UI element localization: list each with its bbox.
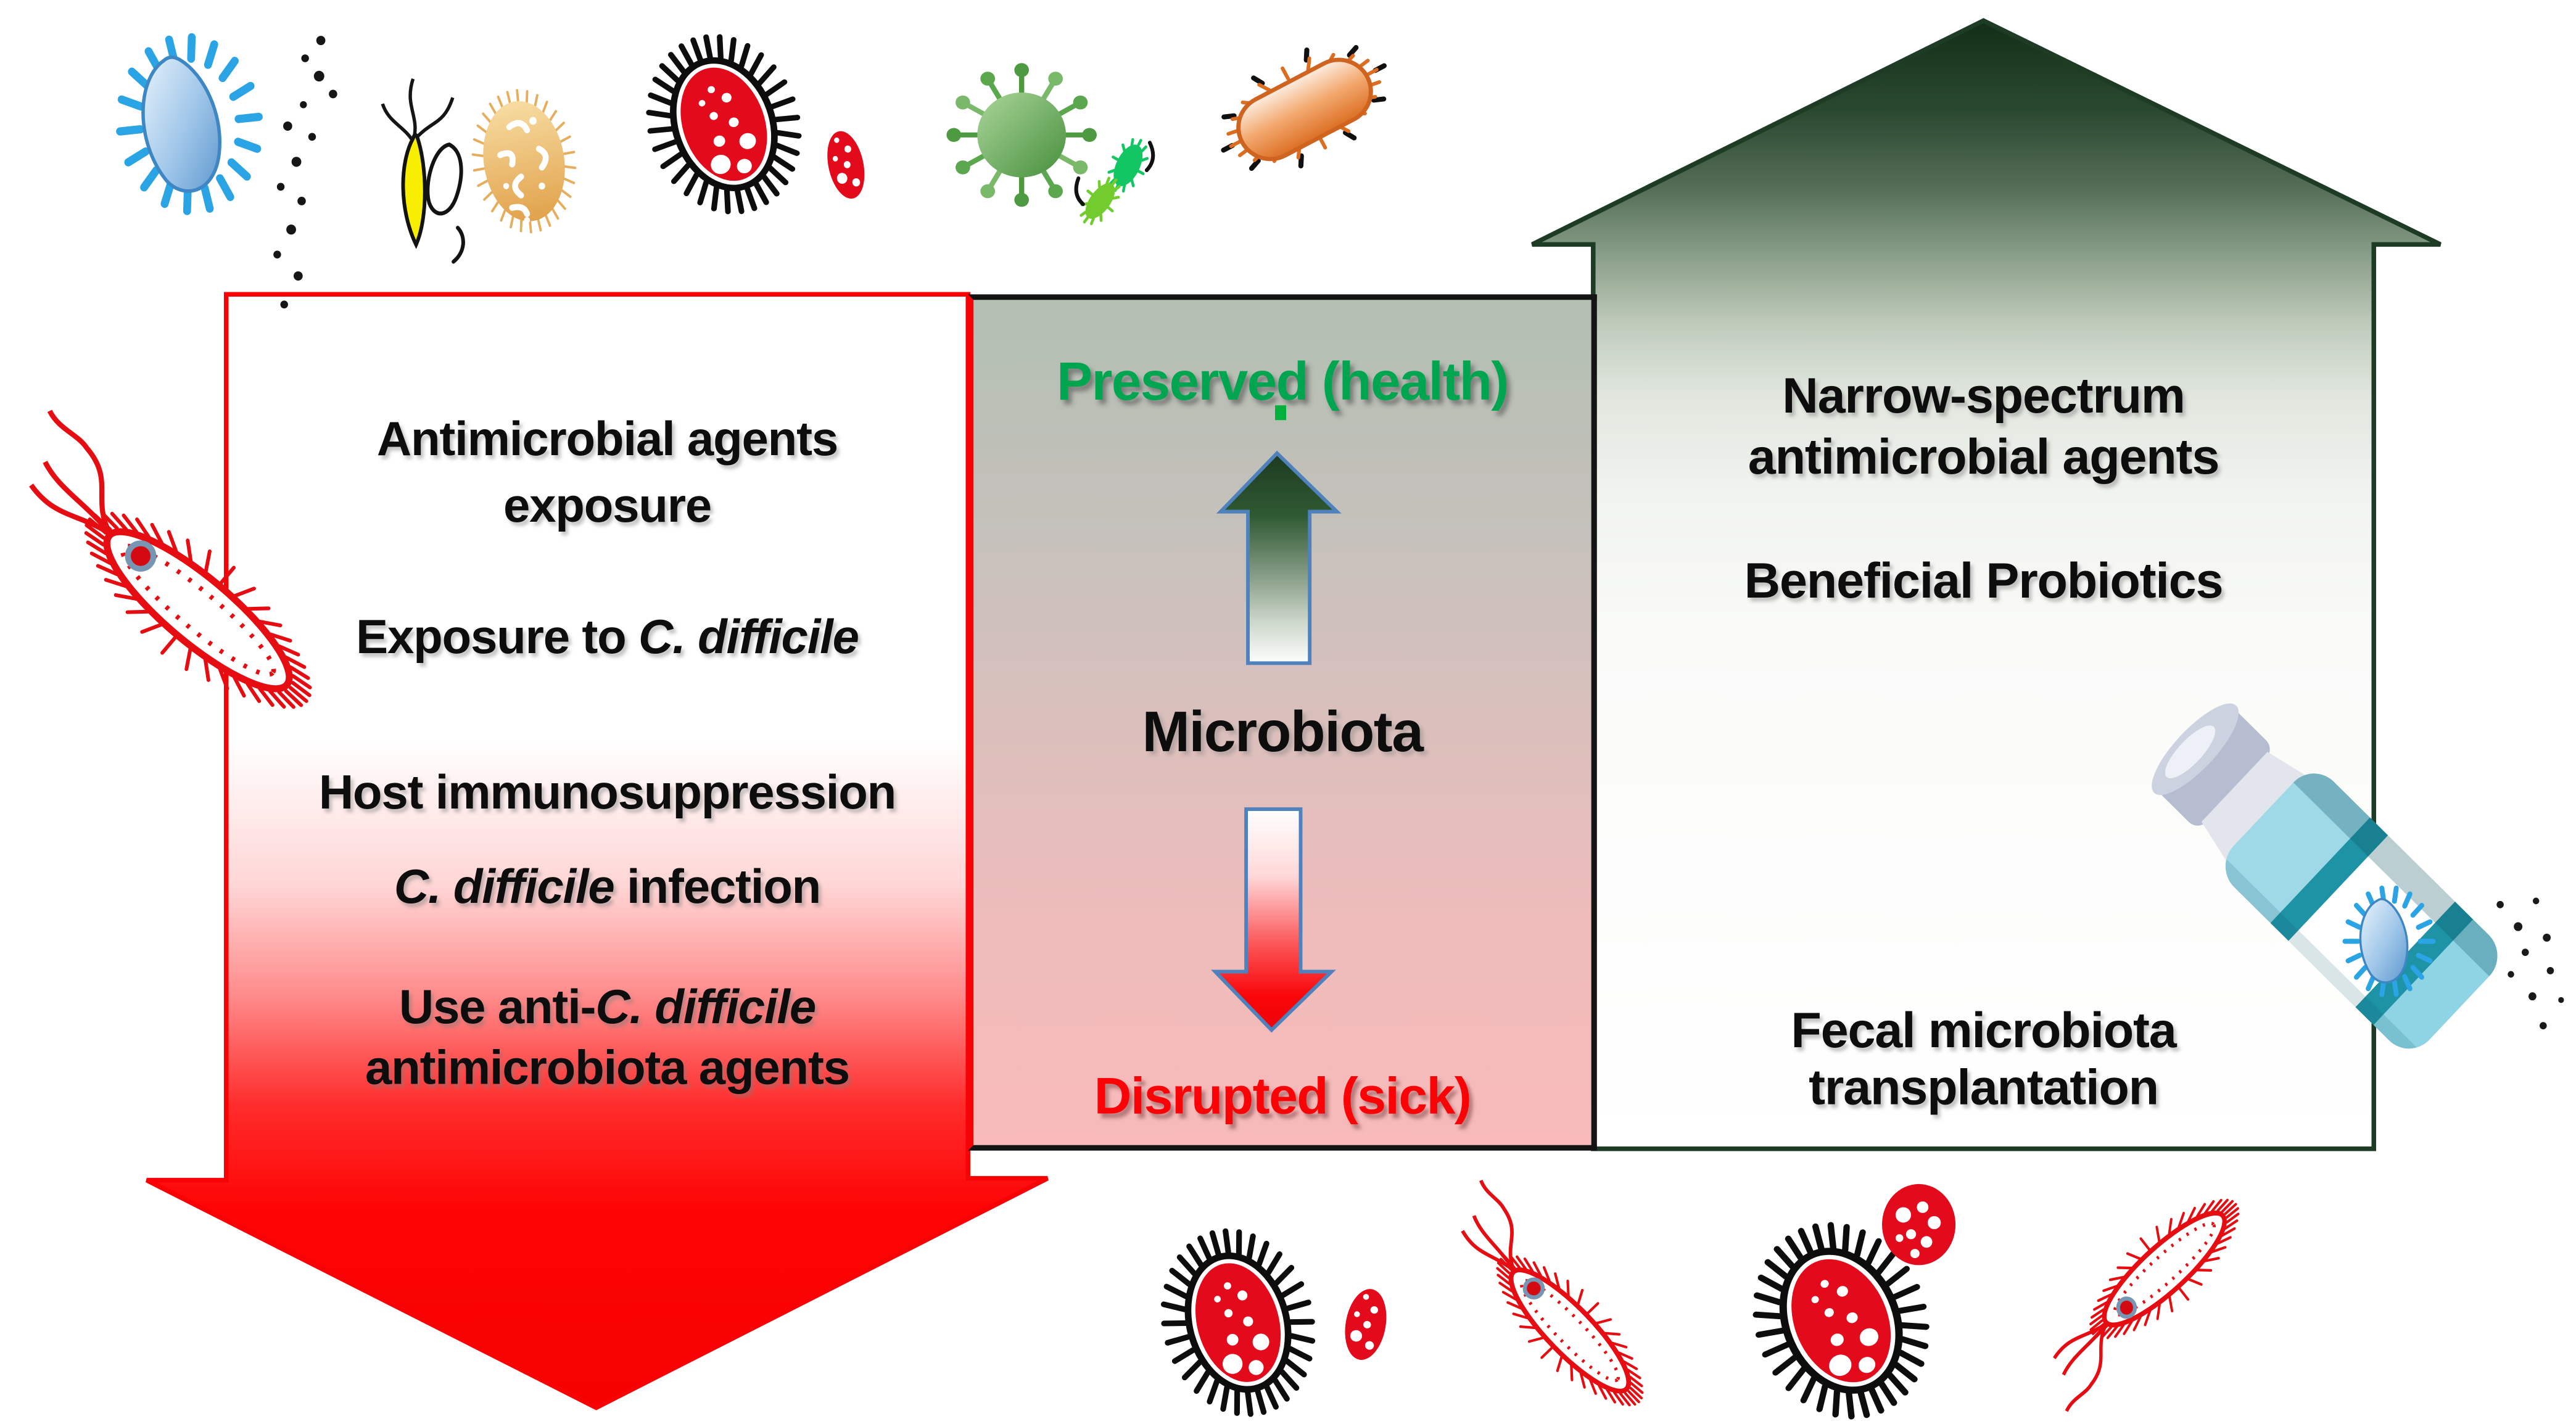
panel-arrows [1211,450,1342,1032]
green-up-arrow-shape [1531,17,2442,1151]
left-panel-line: exposure [503,477,712,533]
right-panel-line: Beneficial Probiotics [1744,553,2224,609]
microbiota-panel: Preserved (health) Microbiota Disrupted … [968,294,1597,1151]
red-down-arrow-shape [146,292,1049,1410]
red-spiky-bacterium-icon [1131,1205,1345,1424]
green-artifact-dot [1275,405,1287,420]
disrupted-sick-label: Disrupted (sick) [1094,1067,1472,1125]
red-rod-bacterium-icon [1427,1164,1696,1424]
left-panel-line: Use anti-C. difficile [398,978,816,1034]
tan-fuzzy-bacterium-icon [456,74,593,248]
up-arrow-icon [1216,450,1342,665]
left-panel-line: antimicrobiota agents [365,1039,850,1095]
spore-dots-icon [234,26,356,329]
red-rod-bacterium-icon [8,392,356,740]
left-panel-line: Antimicrobial agents [376,410,838,466]
green-virus-icon [935,48,1108,215]
red-spiky-bacterium-icon [613,7,834,241]
red-rod-bacterium-icon [2039,1176,2268,1424]
preserved-health-label: Preserved (health) [1057,353,1509,413]
right-panel-line: Fecal microbiota [1791,1002,2176,1058]
left-panel-line: Host immunosuppression [318,763,897,820]
yellow-flagellate-bacterium-icon [352,63,474,266]
small-red-bacterium-icon [1876,1180,1962,1269]
rod-outline-bacteria-icon [410,126,484,274]
small-red-bacterium-icon [812,118,880,212]
red-spiky-bacterium-icon [1713,1187,1970,1424]
right-panel-line: Narrow-spectrum [1782,368,2186,424]
down-arrow-icon [1211,807,1336,1032]
orange-bacterium-icon [1210,26,1399,192]
right-panel-line: antimicrobial agents [1748,429,2220,485]
green-oval-bacteria-icon [1066,130,1162,233]
medicine-vial-icon [2116,666,2575,1136]
microbiota-label: Microbiota [1142,699,1424,764]
left-panel-line: C. difficile infection [394,858,821,914]
blue-bacterium-icon [94,14,284,230]
right-panel-line: transplantation [1809,1060,2159,1116]
small-red-bacterium-icon [1329,1275,1402,1373]
left-panel-line: Exposure to C. difficile [356,608,859,664]
